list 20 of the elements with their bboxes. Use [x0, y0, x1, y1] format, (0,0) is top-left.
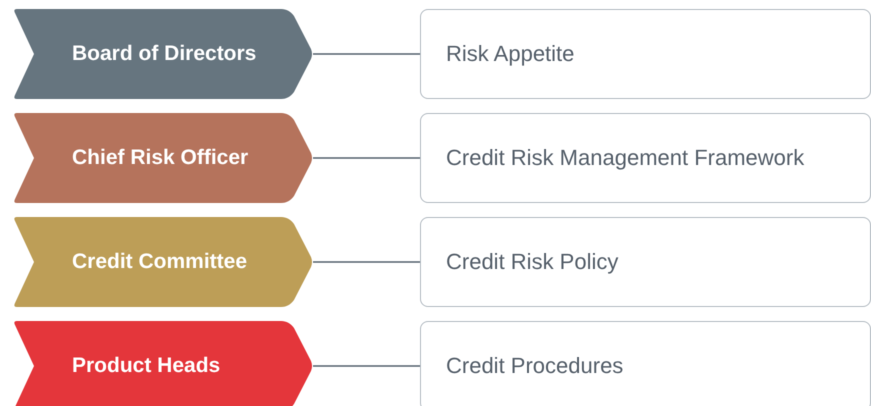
chevron-shape — [13, 113, 313, 203]
chevron-shape — [13, 9, 313, 99]
node-label: Credit Committee — [72, 250, 248, 274]
node-label: Credit Risk Management Framework — [446, 145, 804, 171]
chevron-shape — [13, 321, 313, 406]
text-box — [420, 321, 871, 406]
connector-line — [313, 53, 420, 55]
node-label: Product Heads — [72, 354, 220, 378]
node-label: Credit Procedures — [446, 353, 624, 379]
chevron-shape — [13, 217, 313, 307]
connector-line — [313, 365, 420, 367]
node-label: Board of Directors — [72, 42, 256, 66]
text-box — [420, 217, 871, 307]
node-label: Credit Risk Policy — [446, 249, 618, 275]
text-box — [420, 113, 871, 203]
text-box — [420, 9, 871, 99]
connector-line — [313, 261, 420, 263]
node-label: Risk Appetite — [446, 41, 574, 67]
node-label: Chief Risk Officer — [72, 146, 248, 170]
connector-line — [313, 157, 420, 159]
